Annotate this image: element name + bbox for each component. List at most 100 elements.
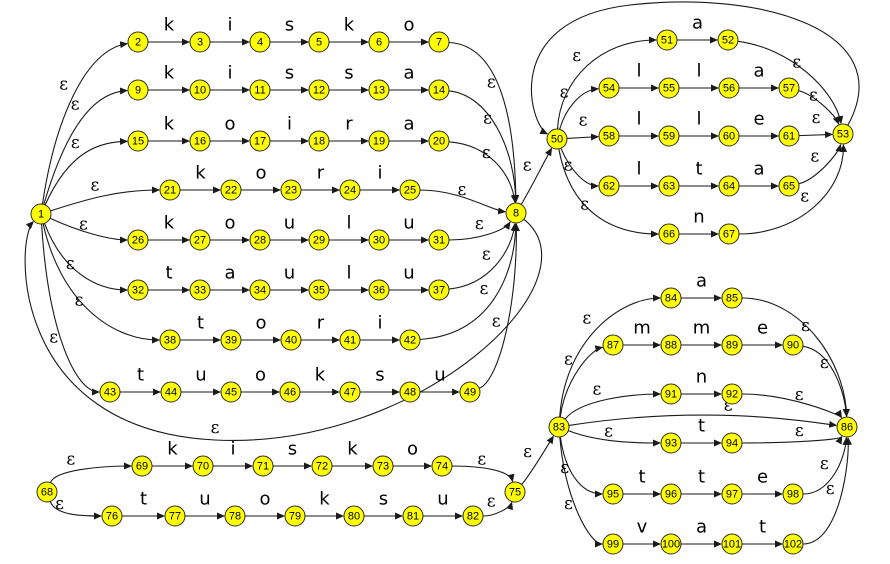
state-node-12: 12 <box>308 79 330 101</box>
state-label: 45 <box>225 387 237 399</box>
state-node-63: 63 <box>658 175 680 197</box>
state-label: 96 <box>665 489 677 501</box>
state-circle <box>127 279 149 301</box>
state-circle <box>127 31 149 53</box>
transition-label-98-86: ε <box>820 454 829 474</box>
state-label: 15 <box>132 136 144 148</box>
state-label: 38 <box>164 335 176 347</box>
state-label: 40 <box>285 335 297 347</box>
state-node-41: 41 <box>339 329 361 351</box>
state-label: 52 <box>722 35 734 47</box>
state-label: 29 <box>313 235 325 247</box>
state-circle <box>101 505 123 527</box>
state-label: 88 <box>665 340 677 352</box>
state-circle <box>660 533 682 555</box>
transition-label-38-39: t <box>197 313 204 334</box>
state-label: 91 <box>665 389 677 401</box>
state-label: 92 <box>726 389 738 401</box>
state-node-30: 30 <box>368 229 390 251</box>
transition-label-26-27: k <box>164 213 175 234</box>
state-node-93: 93 <box>660 432 682 454</box>
state-label: 11 <box>254 85 265 97</box>
transition-edge-83-93 <box>568 430 661 447</box>
transition-label-8-1: ε <box>211 418 220 438</box>
transition-label-1-9: ε <box>71 94 80 114</box>
transition-label-83-95: ε <box>560 458 569 478</box>
state-node-82: 82 <box>462 505 484 527</box>
state-circle <box>36 481 58 503</box>
state-circle <box>368 130 390 152</box>
transition-label-39-40: o <box>255 313 266 334</box>
transition-label-36-37: u <box>403 263 414 284</box>
state-label: 71 <box>257 461 269 473</box>
state-node-97: 97 <box>721 483 743 505</box>
state-label: 50 <box>551 134 563 146</box>
state-circle <box>721 483 743 505</box>
state-label: 83 <box>553 422 565 434</box>
transition-label-1-43: ε <box>49 328 58 348</box>
state-label: 81 <box>407 511 419 523</box>
state-circle <box>428 79 450 101</box>
state-label: 73 <box>377 461 389 473</box>
state-circle <box>428 130 450 152</box>
transition-edge-68-76 <box>49 501 102 520</box>
state-node-13: 13 <box>368 79 390 101</box>
transition-label-70-71: i <box>230 439 235 460</box>
state-circle <box>30 203 52 225</box>
state-node-88: 88 <box>660 334 682 356</box>
state-node-18: 18 <box>308 130 330 152</box>
state-circle <box>127 130 149 152</box>
transition-label-60-61: e <box>753 109 764 130</box>
transition-label-1-26: ε <box>79 214 88 234</box>
state-label: 7 <box>436 37 442 49</box>
state-label: 66 <box>663 229 675 241</box>
state-node-40: 40 <box>280 329 302 351</box>
state-circle <box>220 329 242 351</box>
transition-label-10-11: i <box>227 63 232 84</box>
transition-edge-83-86 <box>568 414 838 428</box>
state-node-100: 100 <box>660 533 682 555</box>
state-circle <box>372 455 394 477</box>
state-node-55: 55 <box>658 77 680 99</box>
transition-label-3-4: i <box>227 15 232 36</box>
state-circle <box>718 77 740 99</box>
state-label: 32 <box>132 285 144 297</box>
state-node-22: 22 <box>220 179 242 201</box>
state-node-31: 31 <box>428 229 450 251</box>
state-circle <box>721 383 743 405</box>
state-circle <box>252 455 274 477</box>
transition-label-1-15: ε <box>71 133 80 153</box>
state-node-10: 10 <box>189 79 211 101</box>
state-label: 97 <box>726 489 738 501</box>
transition-edge-42-8 <box>419 222 520 340</box>
transition-edge-65-53 <box>798 143 843 185</box>
state-circle <box>249 130 271 152</box>
state-node-101: 101 <box>721 533 743 555</box>
state-node-85: 85 <box>721 287 743 309</box>
state-circle <box>399 329 421 351</box>
state-label: 49 <box>464 387 476 399</box>
state-node-70: 70 <box>192 455 214 477</box>
transition-label-64-65: a <box>753 159 764 180</box>
state-circle <box>721 287 743 309</box>
transition-label-1-21: ε <box>91 176 100 196</box>
state-node-87: 87 <box>602 334 624 356</box>
state-label: 19 <box>373 136 385 148</box>
transition-edge-37-8 <box>448 222 518 290</box>
state-label: 41 <box>344 335 356 347</box>
transition-label-25-8: ε <box>457 180 466 200</box>
transition-label-32-33: t <box>165 263 172 284</box>
transition-edge-61-53 <box>798 131 834 139</box>
transition-edge-83-91 <box>564 390 661 420</box>
state-label: 79 <box>289 511 301 523</box>
state-circle <box>189 79 211 101</box>
transition-label-33-34: a <box>224 263 235 284</box>
state-label: 60 <box>723 131 735 143</box>
transition-label-50-66: ε <box>580 194 589 214</box>
transition-label-6-7: o <box>403 15 414 36</box>
state-circle <box>220 381 242 403</box>
state-circle <box>279 381 301 403</box>
state-node-98: 98 <box>782 483 804 505</box>
state-node-17: 17 <box>249 130 271 152</box>
state-circle <box>339 381 361 403</box>
